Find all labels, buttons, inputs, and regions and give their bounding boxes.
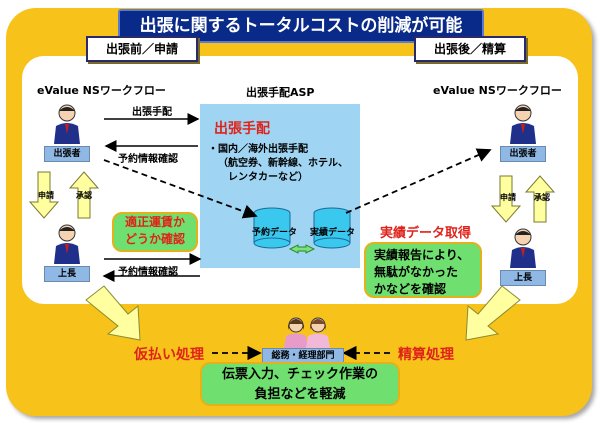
traveler-left-label: 出張者 — [44, 146, 90, 162]
label-approve-right: 承認 — [534, 193, 550, 202]
arrow-label-arrange: 出張手配 — [132, 107, 172, 118]
arrow-label-confirm-top: 予約情報確認 — [118, 154, 178, 165]
settle-arrow — [465, 285, 521, 341]
arrow-label-confirm-bottom: 予約情報確認 — [118, 267, 178, 278]
fare-check-line-1: 適正運賃か — [124, 215, 185, 229]
traveler-right-icon — [510, 104, 536, 144]
fare-check-line-2: どうか確認 — [124, 232, 185, 246]
actual-report-line-1: 実績報告により、 — [374, 248, 470, 262]
label-apply-right: 申請 — [500, 193, 516, 202]
actual-data-get: 実績データ取得 — [380, 226, 472, 241]
boss-left-label: 上長 — [44, 266, 90, 282]
approve-arrow-left — [68, 171, 100, 219]
advance-process: 仮払い処理 — [134, 347, 204, 363]
tab-before: 出張前／申請 — [86, 36, 198, 62]
label-approve-left: 承認 — [76, 191, 92, 200]
workflow-label-left: eValue NSワークフロー — [37, 84, 166, 97]
sync-arrow-icon — [288, 244, 316, 254]
benefit-note: 伝票入力、チェック作業の 負担などを軽減 — [200, 362, 400, 406]
advance-arrow — [85, 285, 141, 341]
actual-report-line-3: かなどを確認 — [374, 282, 447, 296]
boss-right-icon — [510, 228, 536, 268]
db-actual-label: 実績データ — [310, 228, 356, 238]
actual-report-note: 実績報告により、 無駄がなかった かなどを確認 — [364, 242, 482, 298]
traveler-left-icon — [54, 104, 80, 144]
approve-arrow-right — [524, 175, 556, 223]
tab-after: 出張後／精算 — [414, 36, 526, 62]
asp-bullet-2: （航空券、新幹線、ホテル、 — [218, 158, 348, 169]
benefit-line-1: 伝票入力、チェック作業の — [221, 367, 378, 382]
database-icons — [253, 207, 351, 254]
apply-arrow-right — [490, 175, 522, 223]
traveler-right-label: 出張者 — [500, 146, 546, 162]
db-reserve-label: 予約データ — [252, 228, 298, 238]
apply-arrow-left — [28, 171, 60, 219]
benefit-line-2: 負担などを軽減 — [254, 387, 346, 402]
boss-right-label: 上長 — [500, 270, 546, 286]
label-apply-left: 申請 — [38, 191, 54, 200]
asp-bullet-3: レンタカーなど） — [228, 172, 308, 183]
asp-header: 出張手配ASP — [246, 86, 315, 99]
asp-bullet-1: ・国内／海外出張手配 — [208, 144, 308, 155]
asp-heading: 出張手配 — [214, 121, 270, 137]
actual-report-line-2: 無駄がなかった — [374, 265, 459, 279]
settle-process: 精算処理 — [398, 347, 454, 363]
fare-check-note: 適正運賃か どうか確認 — [112, 212, 198, 252]
boss-left-icon — [54, 224, 80, 264]
actual-db-icon — [313, 207, 351, 249]
accounting-staff-icon — [284, 317, 330, 348]
workflow-label-right: eValue NSワークフロー — [433, 84, 562, 97]
